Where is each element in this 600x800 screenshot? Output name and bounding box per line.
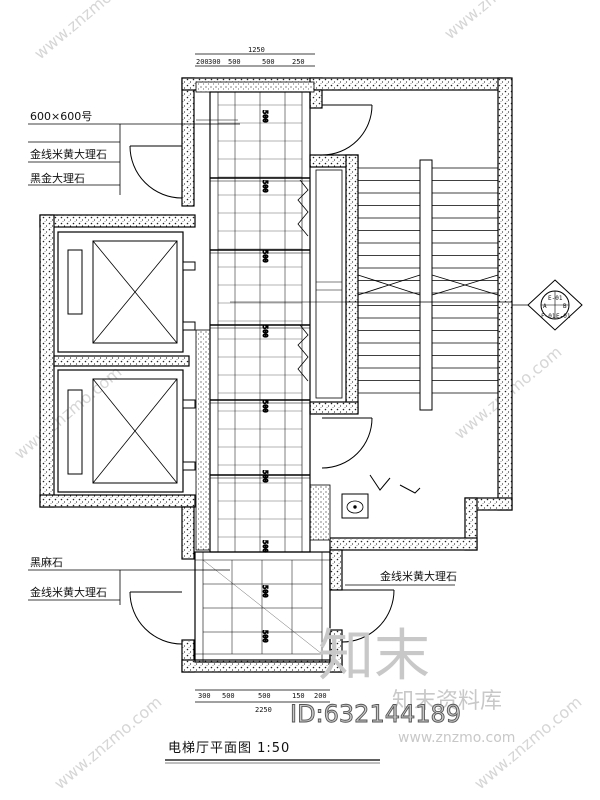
dim-top-seg-2: 300 [208,58,221,66]
wall-shaft-left [39,214,55,508]
tag-top: E-01 [548,295,563,302]
dim-top-seg-3: 500 [228,58,241,66]
speckled-nook-column [309,484,331,541]
staircase [297,159,512,411]
label-upper-material: 金线米黄大理石 [30,147,107,161]
wall-nook-bottom [329,537,478,551]
speckled-column-strip [195,329,211,551]
label-right-material: 金线米黄大理石 [380,569,457,583]
lobby-dim-label: 500 [261,630,269,643]
dim-bottom-seg-5: 200 [314,692,327,700]
watermark-brand-text: 知末资料库 [392,689,502,714]
sink [341,493,369,519]
label-lower-spec: 黑麻石 [30,555,63,569]
corridor-dim-label: 500 [261,325,269,338]
wall-shaft-divider [53,355,190,367]
door-nook-leaf-1 [369,474,391,491]
elevator-car-2 [57,369,196,493]
door-stair-lower-swing [321,417,373,469]
watermark-brand-large: 知末 [318,624,430,689]
corridor-dim-label: 500 [261,470,269,483]
stair-break-line [431,274,499,296]
wall-core-right [345,154,359,414]
core-break-zigzag [297,179,309,382]
dim-top-total: 1250 [248,46,265,54]
annotation-leaders [28,123,455,605]
wall-shaft-bottom [39,494,196,508]
door-lower-right-swing [341,589,395,643]
wall-core-bottom [309,401,359,415]
elevator-car-1 [57,231,196,353]
elevation-index-symbol: E-01 A B F-01 E-01 [512,279,583,331]
corridor-dim-label: 500 [261,540,269,553]
doors [129,104,421,645]
tag-bottom-right: E-01 [556,313,571,320]
stair-break-line [357,274,421,296]
watermark-id: ID:632144189 [290,700,461,728]
wall-lower-right [329,549,343,591]
wall-door-jamb [309,89,323,109]
lobby-diagonal [202,559,323,655]
dim-bottom-seg-4: 150 [292,692,305,700]
corridor-tile-grid: 500 500 500 500 500 500 500 [196,91,345,553]
dim-bottom-seg-3: 500 [258,692,271,700]
watermark-url-footer: www.znzmo.com [398,730,515,746]
wall-shaft-top [39,214,196,228]
speckled-threshold-strip [195,81,315,93]
tag-left: A [543,303,547,310]
corridor-dim-label: 500 [261,400,269,413]
dim-top-seg-5: 250 [292,58,305,66]
corridor-dim-label: 500 [261,180,269,193]
stair-handrail-well [419,159,433,411]
door-upper-left-swing [129,145,183,199]
stair-core-void [315,169,343,399]
watermark-url: www.znzmo.com [50,692,165,793]
wall-corridor-left-upper [181,77,195,207]
dimension-lines [195,53,330,703]
corridor-dim-label: 500 [261,110,269,123]
watermark-url: www.znzmo.com [440,0,555,43]
drawing-title: 电梯厅平面图 1:50 [168,741,290,756]
watermark-url: www.znzmo.com [30,0,145,63]
dim-top-seg-1: 200 [196,58,209,66]
door-nook-leaf-2 [399,484,421,494]
dim-bottom-seg-2: 500 [222,692,235,700]
lower-lobby-tile-grid: 500 500 [194,551,331,663]
lobby-outline [194,551,331,663]
label-upper-spec: 600×600号 [30,110,92,123]
door-lower-left-swing [129,591,183,645]
tag-right: B [563,303,567,310]
dim-top-seg-4: 500 [262,58,275,66]
door-top-swing [321,104,373,156]
lobby-dim-label: 500 [261,585,269,598]
corridor-dim-label: 500 [261,250,269,263]
label-lower-material: 金线米黄大理石 [30,585,107,599]
dim-bottom-seg-1: 300 [198,692,211,700]
label-upper-border: 黑金大理石 [30,171,85,185]
wall-top-stair [309,77,511,91]
dim-bottom-total: 2250 [255,706,272,714]
tag-bottom-left: F-01 [541,313,556,320]
wall-corridor-left-lower [181,506,195,560]
wall-stair-right [497,77,513,511]
